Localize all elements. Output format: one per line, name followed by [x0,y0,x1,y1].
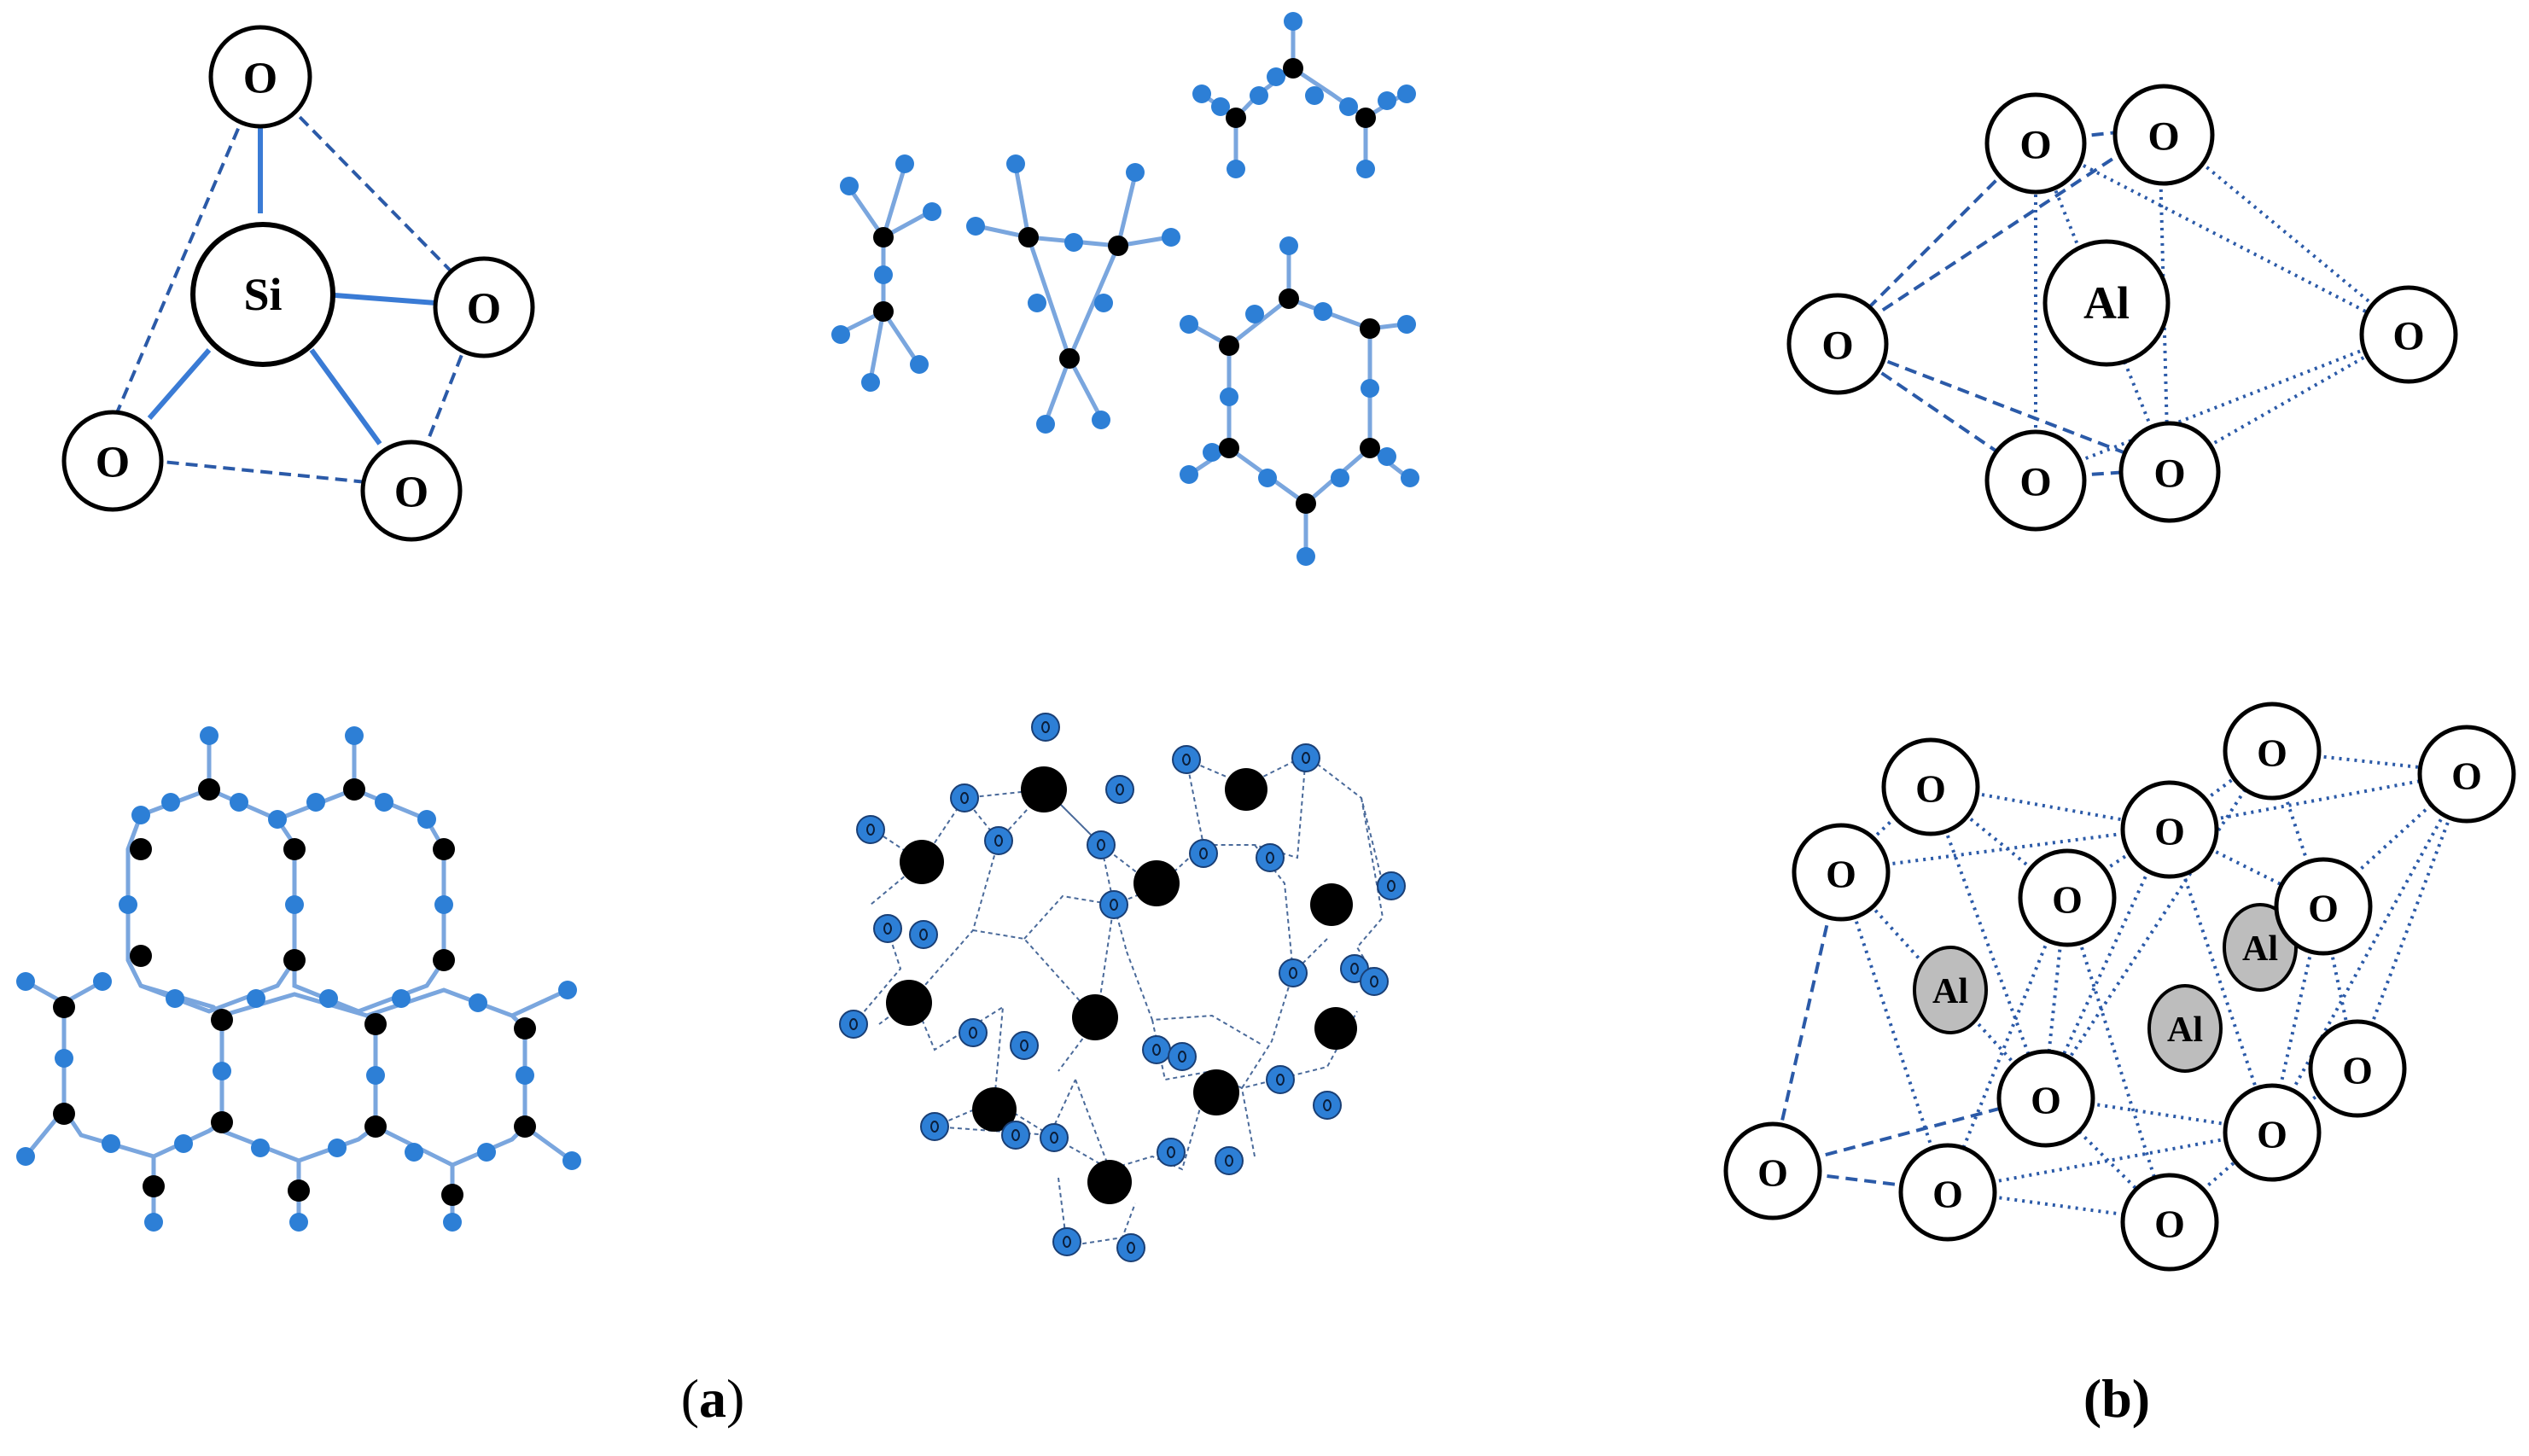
svg-text:O: O [2308,887,2339,930]
oxygen-atom-sheet: O [2018,848,2117,947]
sio4-tetrahedron: O Si O O O [61,25,535,542]
six-ring-unit [1180,236,1419,566]
oxygen-atom-sheet: O [2120,780,2219,879]
svg-text:O: O [2019,460,2051,505]
oxygen-atom-top: O [208,25,312,129]
oxygen-atom-oct-right: O [2359,285,2458,384]
svg-text:O: O [2257,731,2287,775]
oxygen-atom-sheet: O [2223,702,2322,801]
svg-text:O: O [2257,1113,2287,1156]
oxygen-atom-sheet: O [2223,1083,2322,1182]
alo6-octahedron: O O Al O O O O [1786,84,2458,532]
three-ring-unit [966,154,1180,434]
svg-text:Al: Al [2242,929,2278,969]
oxygen-atom-sheet: O [2120,1173,2219,1272]
oxygen-atom-right: O [433,256,535,358]
svg-text:Al: Al [1932,972,1968,1011]
oxygen-atom-oct-bottom-left: O [1984,429,2087,532]
aluminum-atom-gray-1: Al [1913,946,1988,1034]
oxygen-atom-oct-left: O [1786,293,1889,395]
svg-text:O: O [2392,314,2424,359]
svg-text:O: O [2052,878,2083,922]
svg-text:O: O [243,55,277,103]
octahedral-sheet-o-atoms: O O O O O O O O O O O O O [1723,702,2516,1272]
svg-text:O: O [2451,754,2482,798]
svg-text:O: O [2147,114,2179,160]
aluminum-atom-gray-3: Al [2223,903,2298,992]
oxygen-atom-sheet: O [2274,857,2373,956]
aluminum-atom: Al [2042,239,2171,367]
svg-text:O: O [467,285,501,334]
oxygen-atom-sheet: O [2417,725,2516,824]
sheet-oxygen-nodes [16,726,581,1232]
svg-text:O: O [2154,810,2185,853]
oxygen-atom-bottom: O [360,440,463,542]
silicon-atom: Si [190,222,335,367]
svg-text:O: O [96,439,130,487]
svg-text:Al: Al [2167,1010,2203,1050]
octahedral-sheet-al-atoms: Al Al Al [1913,903,2298,1073]
oxygen-atom-oct-bottom-right: O [2118,421,2221,523]
svg-text:O: O [2019,123,2051,168]
svg-text:O: O [2031,1079,2061,1122]
chain-unit [1192,12,1416,178]
disilicate-unit [831,154,941,392]
oxygen-atom-sheet: O [1723,1121,1822,1220]
svg-text:O: O [394,469,428,517]
svg-text:Si: Si [243,269,282,320]
oxygen-atom-sheet: O [1881,737,1980,836]
svg-text:O: O [1821,323,1853,369]
svg-text:O: O [2342,1049,2373,1092]
octahedral-sheet-bonds [1769,749,2468,1222]
network-si-atoms [886,766,1357,1204]
svg-text:O: O [2153,451,2185,497]
network-o-atoms [839,713,1406,1262]
framework-network [839,713,1406,1262]
oxygen-atom-sheet: O [2308,1019,2407,1118]
svg-text:Al: Al [2083,277,2130,329]
svg-text:O: O [1932,1173,1963,1216]
oxygen-atom-sheet: O [1898,1143,1997,1242]
octahedral-sheet: Al Al Al O O O O O O O O O O O O O [1723,702,2516,1272]
oxygen-atom-oct-top-right: O [2112,84,2215,186]
oxygen-atom-sheet: O [1792,823,1891,922]
panel-label-a: (a) [681,1368,745,1429]
svg-text:O: O [1826,853,1856,896]
oxygen-atom-left: O [61,410,164,512]
svg-text:O: O [1757,1151,1788,1195]
aluminum-atom-gray-2: Al [2147,984,2223,1073]
svg-text:O: O [2154,1203,2185,1246]
oxygen-atom-oct-top-left: O [1984,92,2087,195]
svg-text:O: O [1915,767,1946,811]
silicate-small-units [831,12,1419,566]
sheet-silicon-nodes [53,778,536,1206]
panel-label-b: (b) [2083,1368,2150,1429]
oxygen-atom-sheet: O [1996,1049,2095,1148]
sheet-silicate [16,726,581,1232]
